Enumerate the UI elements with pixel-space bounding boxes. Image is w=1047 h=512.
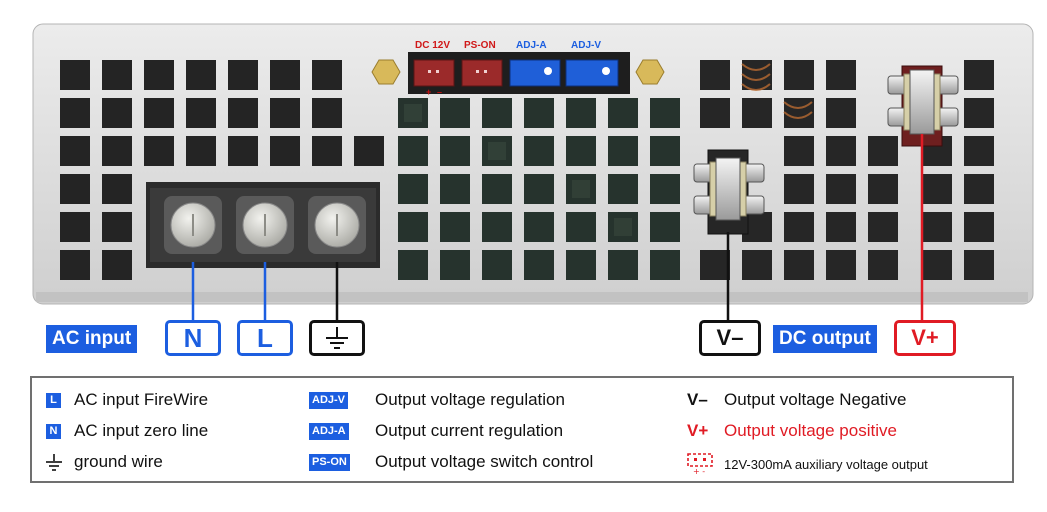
vent-grid-right <box>700 60 994 280</box>
label-ps-on: PS-ON <box>464 40 496 51</box>
standoff-left <box>371 59 401 85</box>
dc-output-caption: DC output <box>773 325 877 353</box>
legend-text-adj-v: Output voltage regulation <box>375 390 565 409</box>
power-supply-illustration <box>32 23 1034 320</box>
vent-grid-middle <box>398 98 680 280</box>
legend-text-ps-on: Output voltage switch control <box>375 452 594 471</box>
svg-text:+ -: + - <box>693 467 705 476</box>
label-adj-v: ADJ-V <box>571 40 602 51</box>
legend-text-v-minus: Output voltage Negative <box>724 390 907 409</box>
ground-icon <box>326 327 348 349</box>
polarity-plus: + <box>426 87 432 97</box>
legend-text-auxiliary: 12V-300mA auxiliary voltage output <box>724 457 928 472</box>
ac-input-caption: AC input <box>46 325 138 353</box>
terminal-l-box: L <box>237 320 293 356</box>
label-adj-a: ADJ-A <box>516 40 547 51</box>
legend-badge-l: L <box>46 393 61 408</box>
v-plus-box: V+ <box>894 320 956 356</box>
terminal-n-box: N <box>165 320 221 356</box>
legend-tag-adj-a: ADJ-A <box>309 423 349 440</box>
terminal-ground-box <box>309 320 365 356</box>
label-dc12v: DC 12V <box>415 40 451 51</box>
ground-icon <box>46 454 62 471</box>
legend-symbol-v-minus: V– <box>687 390 708 409</box>
legend-box: L AC input FireWire N AC input zero line… <box>30 376 1014 483</box>
v-minus-box: V– <box>699 320 761 356</box>
legend-text-n: AC input zero line <box>74 421 209 440</box>
legend-tag-ps-on: PS-ON <box>309 454 350 471</box>
legend-text-adj-a: Output current regulation <box>375 421 564 440</box>
legend-text-l: AC input FireWire <box>74 390 209 409</box>
legend-text-v-plus: Output voltage positive <box>724 421 897 440</box>
legend-badge-n: N <box>46 424 61 439</box>
legend-text-ground: ground wire <box>74 452 163 471</box>
polarity-minus: – <box>437 87 443 97</box>
standoff-right <box>635 59 665 85</box>
vent-grid-left <box>60 60 384 280</box>
legend-tag-adj-v: ADJ-V <box>309 392 349 409</box>
legend-symbol-v-plus: V+ <box>687 421 709 440</box>
auxiliary-connector-icon: + - <box>687 453 713 476</box>
